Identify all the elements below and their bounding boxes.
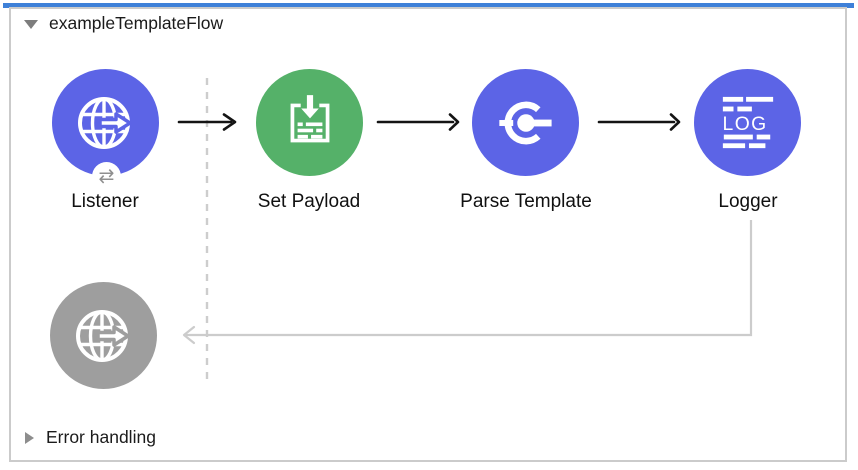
log-icon-text: LOG bbox=[722, 113, 767, 134]
node-parse-template[interactable] bbox=[472, 69, 579, 176]
logger-log-icon: LOG bbox=[722, 96, 773, 148]
flow-collapse-icon[interactable] bbox=[24, 20, 38, 29]
error-handling-collapse-icon[interactable] bbox=[25, 431, 34, 444]
node-label-set-payload: Set Payload bbox=[257, 191, 361, 212]
node-label-logger: Logger bbox=[718, 191, 778, 212]
listener-response-badge: ⇄ bbox=[92, 162, 121, 191]
flow-header: exampleTemplateFlow bbox=[24, 13, 223, 34]
node-label-listener: Listener bbox=[71, 191, 139, 212]
node-label-parse-template: Parse Template bbox=[460, 191, 592, 212]
http-globe-arrow-icon bbox=[77, 96, 132, 149]
node-set-payload[interactable] bbox=[256, 69, 363, 176]
flow-accent-bar bbox=[3, 3, 854, 8]
error-handling-title: Error handling bbox=[46, 427, 156, 447]
error-handling-header: Error handling bbox=[25, 427, 156, 448]
node-listener[interactable] bbox=[52, 69, 159, 176]
exchange-arrows-icon: ⇄ bbox=[98, 166, 115, 187]
set-payload-icon bbox=[290, 94, 329, 142]
node-logger[interactable]: LOG bbox=[694, 69, 801, 176]
node-listener-response[interactable] bbox=[50, 282, 157, 389]
parse-template-clamp-icon bbox=[498, 101, 552, 144]
flow-title: exampleTemplateFlow bbox=[49, 13, 224, 33]
http-globe-arrow-gray-icon bbox=[75, 309, 130, 362]
